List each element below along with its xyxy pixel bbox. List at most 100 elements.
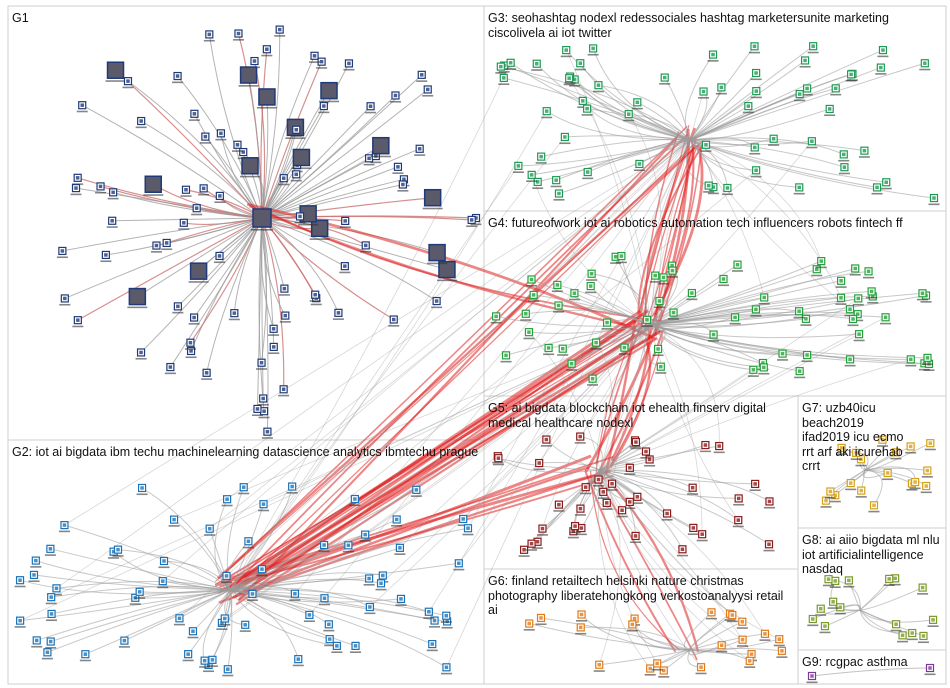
node[interactable] [551, 280, 563, 293]
node[interactable] [871, 183, 883, 195]
node[interactable] [359, 530, 371, 542]
node[interactable] [574, 59, 586, 71]
node[interactable] [523, 328, 535, 340]
node[interactable] [641, 315, 653, 327]
node[interactable] [41, 648, 53, 660]
node[interactable] [135, 116, 147, 129]
node[interactable] [651, 659, 663, 671]
node[interactable] [278, 385, 290, 397]
node[interactable] [906, 628, 918, 641]
node[interactable] [429, 616, 441, 628]
node[interactable] [759, 629, 771, 641]
node[interactable] [339, 216, 351, 229]
node[interactable] [868, 501, 880, 513]
node[interactable] [853, 330, 865, 342]
node[interactable] [323, 620, 335, 632]
node[interactable] [750, 68, 762, 81]
node[interactable] [318, 101, 330, 114]
node[interactable] [339, 262, 351, 274]
node[interactable] [905, 355, 917, 367]
node[interactable] [729, 313, 741, 325]
node[interactable] [349, 494, 361, 507]
node[interactable] [750, 305, 762, 317]
node[interactable] [566, 359, 578, 371]
node[interactable] [397, 180, 409, 192]
node[interactable] [203, 30, 215, 42]
node[interactable] [699, 440, 711, 453]
avatar-node[interactable] [188, 262, 209, 283]
node[interactable] [136, 483, 148, 496]
node[interactable] [820, 496, 832, 508]
avatar-node[interactable] [422, 188, 443, 210]
node[interactable] [801, 350, 813, 363]
node[interactable] [640, 447, 652, 459]
node[interactable] [31, 636, 43, 648]
node[interactable] [172, 71, 184, 84]
node[interactable] [838, 163, 850, 175]
node[interactable] [324, 635, 336, 647]
node[interactable] [601, 318, 613, 330]
node[interactable] [440, 663, 452, 675]
node[interactable] [845, 479, 857, 491]
node[interactable] [286, 482, 298, 494]
node[interactable] [644, 664, 656, 676]
node[interactable] [222, 665, 234, 677]
node[interactable] [520, 309, 532, 321]
node[interactable] [251, 404, 263, 417]
node[interactable] [708, 330, 720, 342]
node[interactable] [279, 311, 291, 323]
node[interactable] [916, 289, 928, 301]
node[interactable] [737, 635, 749, 647]
node[interactable] [586, 269, 598, 281]
node[interactable] [161, 238, 173, 251]
node[interactable] [747, 365, 759, 377]
node[interactable] [807, 42, 819, 54]
node[interactable] [178, 218, 190, 230]
node[interactable] [852, 310, 864, 322]
node[interactable] [574, 432, 586, 444]
node[interactable] [541, 107, 553, 119]
node[interactable] [905, 442, 917, 454]
node[interactable] [187, 627, 199, 639]
node[interactable] [655, 362, 667, 374]
node[interactable] [793, 307, 805, 319]
node[interactable] [880, 178, 892, 190]
node[interactable] [924, 663, 936, 676]
node[interactable] [763, 497, 775, 509]
avatar-node[interactable] [427, 243, 448, 265]
node[interactable] [79, 650, 91, 662]
node[interactable] [843, 576, 855, 588]
node[interactable] [14, 576, 26, 588]
node[interactable] [309, 290, 321, 302]
node[interactable] [188, 313, 200, 325]
node[interactable] [30, 556, 42, 568]
node[interactable] [350, 641, 362, 653]
node[interactable] [882, 468, 894, 481]
node[interactable] [45, 637, 57, 649]
node[interactable] [852, 294, 864, 306]
node[interactable] [72, 316, 84, 328]
node[interactable] [819, 622, 831, 634]
node[interactable] [500, 351, 512, 363]
node[interactable] [687, 483, 699, 495]
node[interactable] [624, 463, 636, 475]
node[interactable] [172, 302, 184, 314]
node[interactable] [748, 42, 760, 54]
node[interactable] [569, 522, 581, 534]
node[interactable] [388, 315, 400, 327]
node[interactable] [794, 367, 806, 379]
node[interactable] [278, 284, 290, 296]
node[interactable] [206, 655, 218, 667]
node[interactable] [164, 362, 176, 375]
node[interactable] [228, 309, 240, 321]
node[interactable] [773, 635, 785, 647]
node[interactable] [543, 343, 555, 356]
node[interactable] [58, 521, 70, 533]
node[interactable] [533, 458, 545, 471]
node[interactable] [278, 174, 290, 186]
node[interactable] [258, 500, 270, 512]
node[interactable] [560, 45, 572, 58]
node[interactable] [157, 577, 169, 589]
node[interactable] [495, 62, 507, 74]
node[interactable] [830, 84, 842, 96]
